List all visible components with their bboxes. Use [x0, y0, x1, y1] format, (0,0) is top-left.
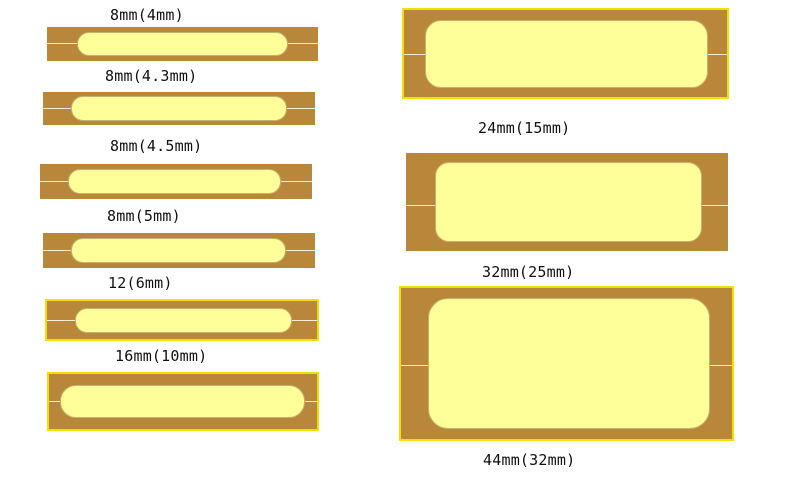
slot-8mm-4mm: [77, 32, 288, 56]
lead-left: [404, 54, 426, 55]
slot-8mm-4-5mm: [68, 169, 281, 194]
label-32mm-25mm: 32mm(25mm): [482, 263, 575, 281]
label-44mm-32mm: 44mm(32mm): [483, 451, 576, 469]
lead-right: [292, 320, 317, 321]
tape-12-6mm: [45, 299, 319, 341]
slot-12-6mm: [75, 308, 292, 333]
tape-24mm-15mm: [402, 8, 729, 99]
lead-right: [286, 250, 315, 251]
label-12-6mm: 12(6mm): [108, 274, 173, 292]
slot-8mm-4-3mm: [71, 96, 287, 121]
lead-right: [710, 365, 732, 366]
tape-44mm-32mm: [399, 286, 734, 441]
lead-right: [287, 108, 315, 109]
lead-left: [43, 250, 71, 251]
lead-right: [305, 401, 317, 402]
lead-left: [406, 205, 436, 206]
label-8mm-4-3mm: 8mm(4.3mm): [105, 67, 198, 85]
lead-left: [49, 401, 61, 402]
slot-32mm-25mm: [435, 162, 702, 242]
lead-right: [281, 181, 312, 182]
lead-right: [708, 54, 727, 55]
lead-left: [43, 108, 71, 109]
tape-8mm-4-5mm: [40, 164, 312, 199]
slot-8mm-5mm: [71, 238, 286, 263]
label-24mm-15mm: 24mm(15mm): [478, 119, 571, 137]
label-8mm-4mm: 8mm(4mm): [110, 6, 184, 24]
label-16mm-10mm: 16mm(10mm): [115, 347, 208, 365]
lead-left: [47, 43, 77, 44]
label-8mm-4-5mm: 8mm(4.5mm): [110, 137, 203, 155]
tape-8mm-4-3mm: [43, 92, 315, 125]
lead-right: [288, 43, 318, 44]
tape-16mm-10mm: [47, 372, 319, 431]
slot-16mm-10mm: [60, 385, 305, 418]
lead-left: [401, 365, 429, 366]
lead-right: [702, 205, 728, 206]
label-8mm-5mm: 8mm(5mm): [107, 207, 181, 225]
slot-24mm-15mm: [425, 20, 708, 88]
lead-left: [40, 181, 68, 182]
tape-8mm-4mm: [47, 27, 318, 61]
tape-32mm-25mm: [406, 153, 728, 251]
slot-44mm-32mm: [428, 298, 710, 429]
tape-8mm-5mm: [43, 233, 315, 268]
lead-left: [47, 320, 75, 321]
